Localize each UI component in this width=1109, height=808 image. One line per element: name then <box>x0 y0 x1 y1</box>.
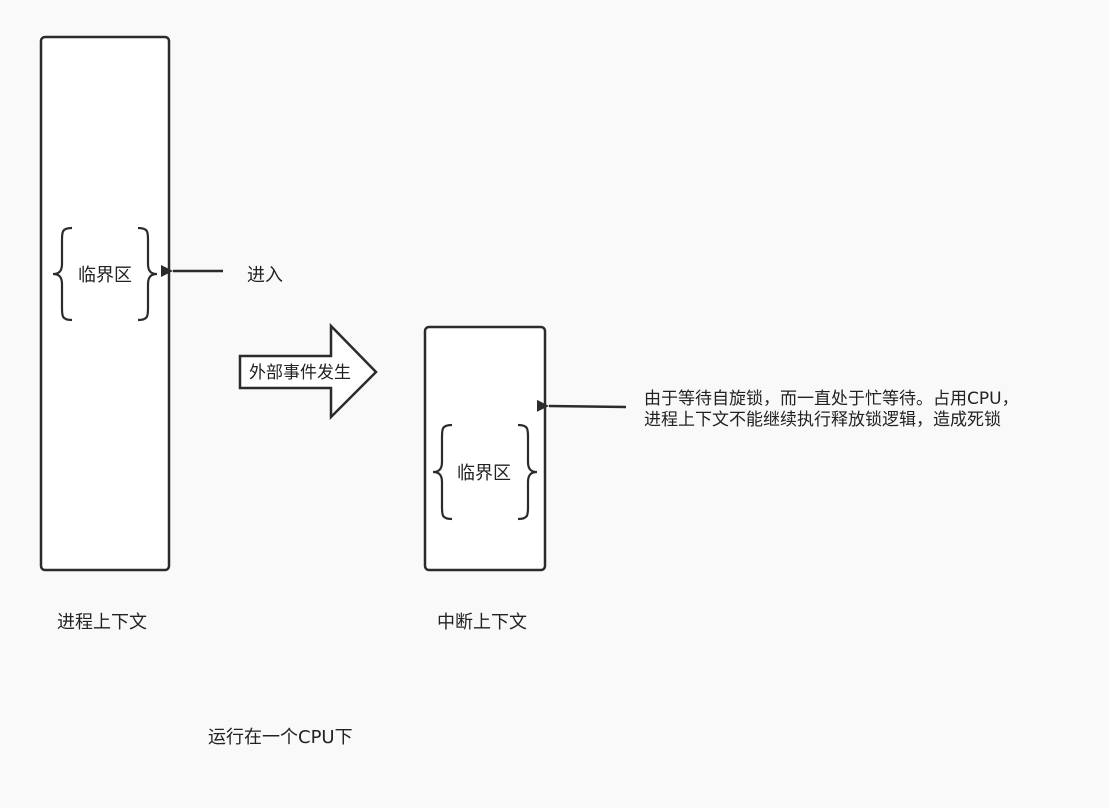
interrupt-context-title: 中断上下文 <box>437 612 527 633</box>
process-critical-section-right-brace <box>137 226 158 322</box>
enter-label: 进入 <box>247 265 283 286</box>
deadlock-note-line-1: 由于等待自旋锁，而一直处于忙等待。占用CPU， <box>644 389 1019 409</box>
cpu-note: 运行在一个CPU下 <box>208 727 353 748</box>
process-context-title: 进程上下文 <box>57 612 147 633</box>
interrupt-critical-section-right-brace <box>517 423 538 521</box>
interrupt-critical-section-left-brace <box>432 423 453 521</box>
interrupt-critical-section-label: 临界区 <box>457 463 511 484</box>
external-event-label: 外部事件发生 <box>249 363 351 383</box>
process-context-box <box>39 35 171 572</box>
deadlock-note: 由于等待自旋锁，而一直处于忙等待。占用CPU， 进程上下文不能继续执行释放锁逻辑… <box>644 389 1019 431</box>
interrupt-context-box <box>423 325 547 572</box>
process-critical-section-label: 临界区 <box>78 265 132 286</box>
deadlock-note-line-2: 进程上下文不能继续执行释放锁逻辑，造成死锁 <box>644 410 1001 430</box>
external-event-block-arrow <box>238 322 378 421</box>
deadlock-note-arrow <box>536 399 627 412</box>
process-critical-section-left-brace <box>52 226 73 322</box>
